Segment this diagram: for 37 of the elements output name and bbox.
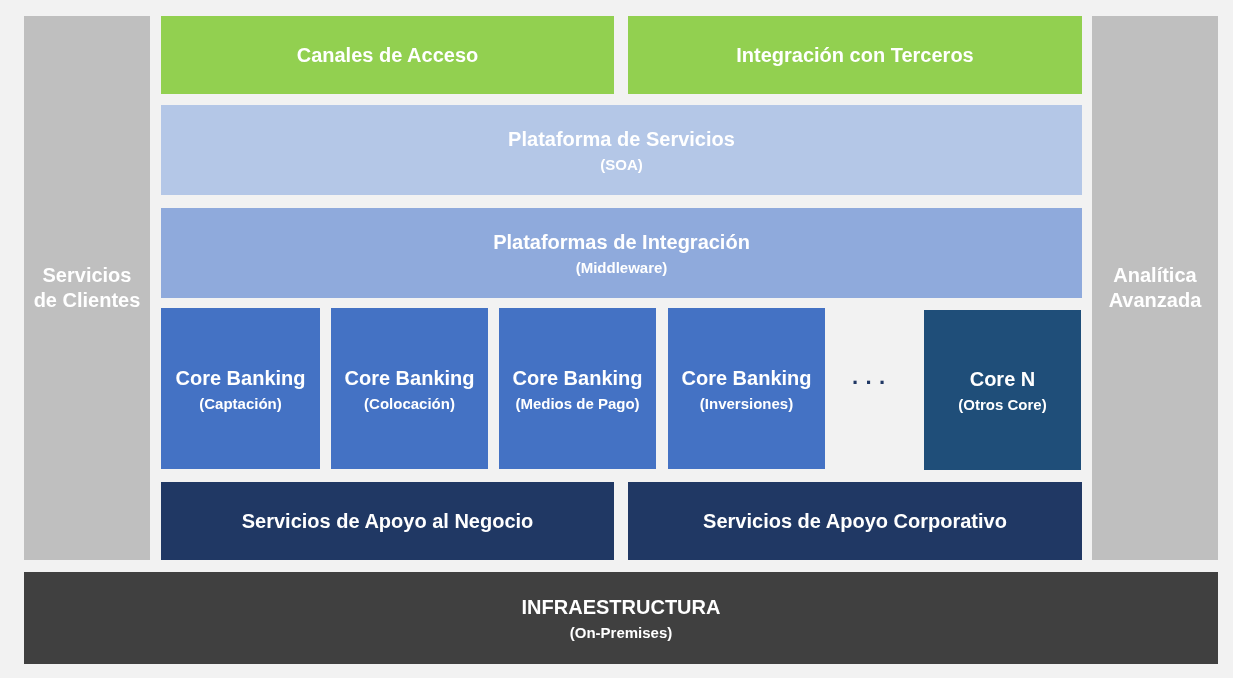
block-title: Core Banking xyxy=(512,365,643,391)
block-title: Servicios de Apoyo al Negocio xyxy=(241,508,534,534)
block-subtitle: (Inversiones) xyxy=(699,394,794,412)
layer-band xyxy=(161,16,614,94)
block-title: Core Banking xyxy=(175,365,306,391)
layer-band xyxy=(161,105,1082,195)
block-subtitle: (Medios de Pago) xyxy=(515,394,640,412)
block-subtitle: (Captación) xyxy=(199,394,282,412)
module-box xyxy=(668,308,825,469)
block-subtitle: (Middleware) xyxy=(575,259,668,276)
layer-band xyxy=(161,208,1082,298)
layer-band xyxy=(628,482,1082,560)
block-subtitle: (SOA) xyxy=(600,156,643,173)
block-title: Integración con Terceros xyxy=(736,42,974,68)
block-title: Analítica Avanzada xyxy=(1107,263,1203,313)
block-subtitle: (Colocación) xyxy=(364,394,455,412)
module-box xyxy=(161,308,320,469)
block-title: Plataformas de Integración xyxy=(493,230,750,255)
block-title: INFRAESTRUCTURA xyxy=(521,595,721,620)
layer-band xyxy=(628,16,1082,94)
block-title: Plataforma de Servicios xyxy=(508,127,735,152)
side-pillar xyxy=(1092,16,1218,560)
block-title: Canales de Acceso xyxy=(296,42,479,68)
module-box xyxy=(499,308,656,469)
layer-band xyxy=(161,482,614,560)
side-pillar xyxy=(24,16,150,560)
block-title: Core N xyxy=(969,367,1036,392)
block-title: Servicios de Apoyo Corporativo xyxy=(703,508,1007,534)
ellipsis-text: · · · xyxy=(852,370,887,396)
block-title: Core Banking xyxy=(681,365,812,391)
block-title: Core Banking xyxy=(344,365,475,391)
block-subtitle: (On-Premises) xyxy=(569,624,673,641)
module-box xyxy=(924,310,1081,470)
block-subtitle: (Otros Core) xyxy=(958,396,1047,413)
block-title: Servicios de Clientes xyxy=(32,263,142,313)
module-box xyxy=(331,308,488,469)
layer-band xyxy=(24,572,1218,664)
